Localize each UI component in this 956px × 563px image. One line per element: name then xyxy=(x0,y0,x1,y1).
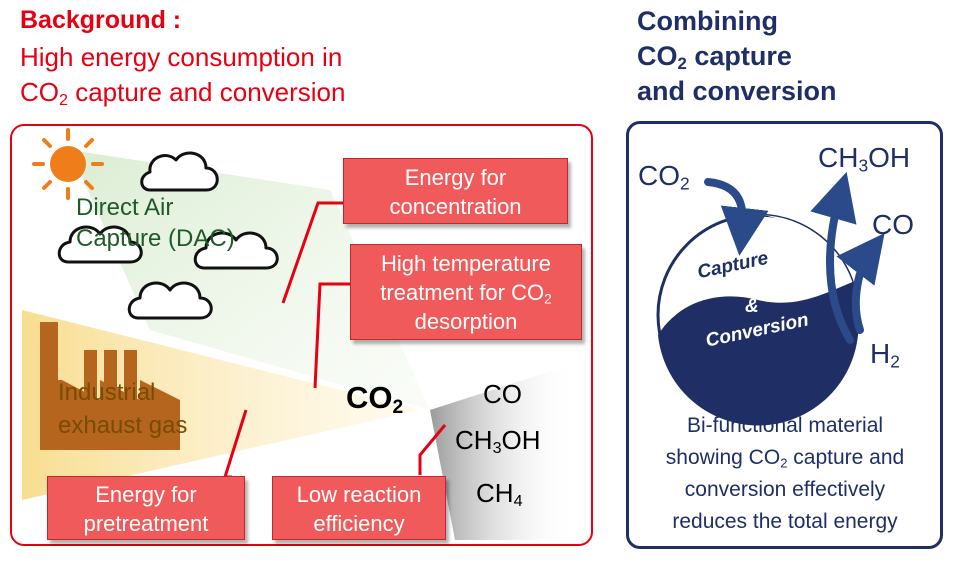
box-desorption: High temperature treatment for CO2 desor… xyxy=(350,244,582,340)
right-ch3oh-a: CH xyxy=(818,142,859,173)
arrow-icon xyxy=(704,178,769,256)
industrial-wedge xyxy=(22,310,420,500)
dac-line1: Direct Air xyxy=(76,194,174,221)
combining-rest: capture xyxy=(686,41,792,71)
co2-center-label: CO2 xyxy=(346,380,404,418)
right-co-label: CO xyxy=(872,209,914,240)
product-ch3oh: CH3OH xyxy=(455,425,541,456)
box-text-part: treatment for CO xyxy=(380,280,545,305)
box-text: treatment for CO2 xyxy=(351,278,581,307)
ch3oh-a: CH xyxy=(455,425,493,455)
bi-line2-sub: 2 xyxy=(780,455,788,471)
cloud-icon xyxy=(140,151,219,192)
right-ch3oh-b: OH xyxy=(868,142,911,173)
bi-line2-pre: showing CO xyxy=(665,446,781,469)
right-ch3oh-sub: 3 xyxy=(858,155,869,176)
cloud-icon xyxy=(127,281,213,320)
background-subtitle-line1: High energy consumption in xyxy=(20,42,343,72)
connector-line xyxy=(418,424,447,475)
arrow-icon xyxy=(836,232,885,334)
bi-line4: reduces the total energy xyxy=(672,510,898,533)
box-energy-pretreatment: Energy for pretreatment xyxy=(47,476,245,540)
ch3oh-b: OH xyxy=(501,425,541,455)
ch4-a: CH xyxy=(476,478,514,508)
bi-line3: conversion effectively xyxy=(684,478,886,501)
box-text-sub: 2 xyxy=(544,291,552,307)
box-text: efficiency xyxy=(313,511,405,536)
product-wedge xyxy=(430,365,575,540)
combining-sub: 2 xyxy=(677,54,687,74)
cloud-icon xyxy=(57,225,143,264)
co2-sub: 2 xyxy=(392,396,404,418)
right-h2-sub: 2 xyxy=(890,351,900,372)
bi-line2: showing CO2 capture and xyxy=(638,442,932,474)
dac-label: Direct Air Capture (DAC) xyxy=(76,192,235,254)
connector-line xyxy=(313,282,352,389)
subtitle-rest: capture and conversion xyxy=(67,77,346,107)
box-text: Energy for xyxy=(95,482,197,507)
dac-wedge xyxy=(70,150,430,410)
ch4-sub: 4 xyxy=(513,492,523,511)
box-text: pretreatment xyxy=(83,511,209,536)
subtitle-co: CO xyxy=(20,77,59,107)
bi-line1: Bi-functional material xyxy=(686,414,884,437)
yin-yang-icon xyxy=(656,213,860,426)
box-text: desorption xyxy=(414,309,518,334)
factory-icon xyxy=(40,322,180,450)
sun-icon xyxy=(32,128,104,200)
combining-title-line3: and conversion xyxy=(637,76,837,106)
right-co2-sub: 2 xyxy=(680,173,690,194)
combining-title-line1: Combining xyxy=(637,6,778,36)
combining-title-line2: CO2 capture xyxy=(637,41,792,72)
bi-line2-post: capture and xyxy=(787,446,905,469)
product-ch4: CH4 xyxy=(476,478,523,509)
box-energy-concentration: Energy for concentration xyxy=(343,158,568,224)
industrial-line1: Industrial xyxy=(58,379,156,406)
combining-co: CO xyxy=(637,41,678,71)
bi-functional-text: Bi-functional material showing CO2 captu… xyxy=(638,410,932,538)
industrial-label: Industrial exhaust gas xyxy=(58,376,187,442)
background-panel xyxy=(10,124,593,546)
cloud-icon xyxy=(193,231,279,270)
box-text: Energy for xyxy=(404,165,507,190)
box-text: concentration xyxy=(389,194,522,219)
box-text: Low reaction xyxy=(296,482,422,507)
background-title: Background : xyxy=(20,6,182,34)
right-h2-label: H2 xyxy=(870,338,900,370)
combining-panel xyxy=(626,121,943,549)
right-h2-a: H xyxy=(870,338,891,369)
box-text: High temperature xyxy=(381,251,551,276)
co2-text: CO xyxy=(346,380,393,415)
right-co2-label: CO2 xyxy=(638,160,690,192)
connector-line xyxy=(281,201,345,304)
product-co: CO xyxy=(483,379,522,409)
right-ch3oh-label: CH3OH xyxy=(818,142,910,174)
subtitle-sub: 2 xyxy=(59,91,68,110)
background-subtitle-line2: CO2 capture and conversion xyxy=(20,77,345,108)
dac-line2: Capture (DAC) xyxy=(76,225,235,252)
box-low-reaction: Low reaction efficiency xyxy=(272,476,446,540)
right-co2-text: CO xyxy=(638,160,680,191)
industrial-line2: exhaust gas xyxy=(58,412,188,439)
ch3oh-sub: 3 xyxy=(492,439,502,458)
amp-label: & xyxy=(745,296,759,317)
arrow-icon xyxy=(810,171,857,344)
